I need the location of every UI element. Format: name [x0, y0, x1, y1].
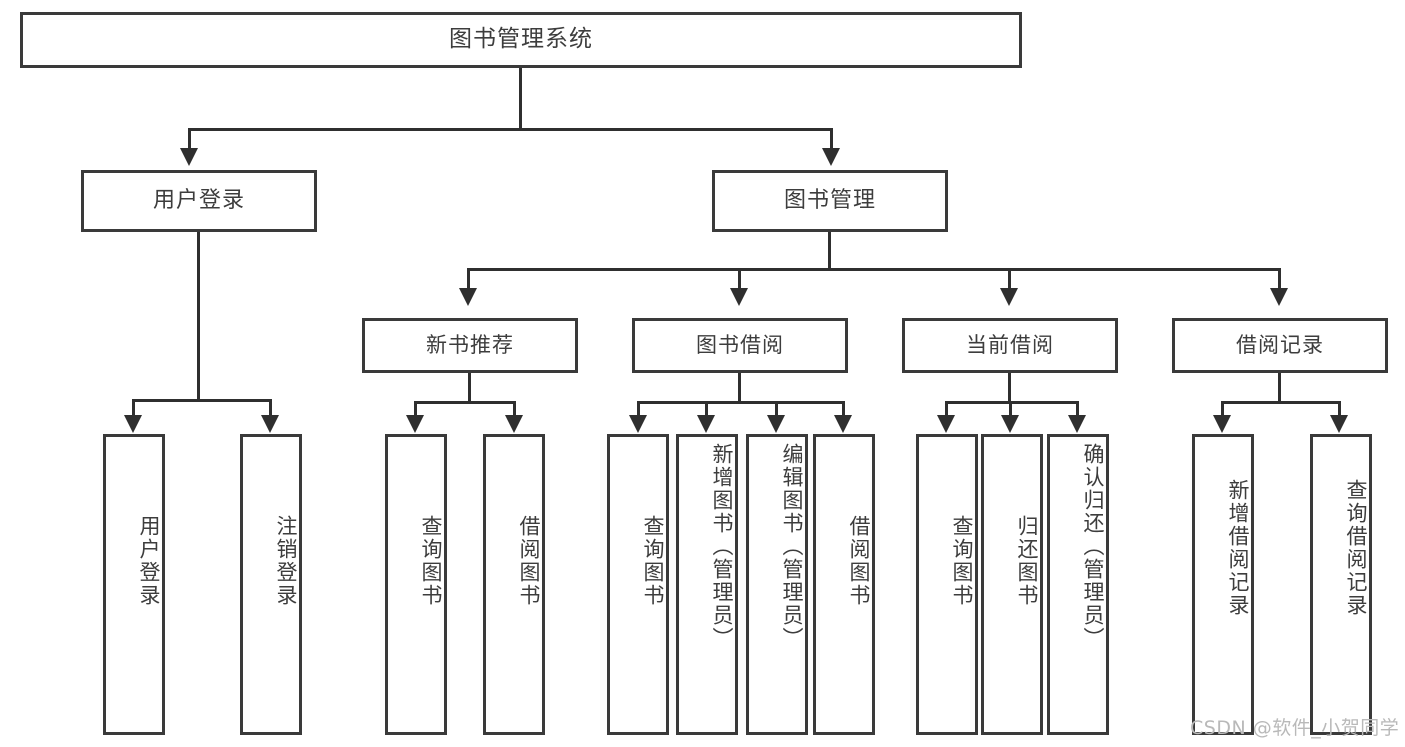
node-leaf-user-login[interactable]: 用户登录: [103, 434, 165, 735]
node-leaf-return-book[interactable]: 归还图书: [981, 434, 1043, 735]
node-label: 查询借阅记录: [1344, 479, 1368, 617]
node-label: 注销登录: [274, 515, 298, 607]
arrow-to-user-login: [180, 148, 198, 166]
arrow-to-leaf-confirm-return: [1068, 415, 1086, 433]
connector-borrow-bus: [637, 401, 845, 404]
arrow-to-current-borrow: [1000, 288, 1018, 306]
node-book-borrow[interactable]: 图书借阅: [632, 318, 848, 373]
node-label: 编辑图书（管理员）: [780, 443, 804, 650]
connector-current-c3: [1076, 401, 1079, 417]
arrow-to-book-borrow: [730, 288, 748, 306]
node-user-login[interactable]: 用户登录: [81, 170, 317, 232]
connector-bm-to-record: [1278, 268, 1281, 290]
node-leaf-add-record[interactable]: 新增借阅记录: [1192, 434, 1254, 735]
node-leaf-logout[interactable]: 注销登录: [240, 434, 302, 735]
node-borrow-record[interactable]: 借阅记录: [1172, 318, 1388, 373]
connector-root-to-user-login: [188, 128, 191, 150]
connector-record-bus: [1221, 401, 1341, 404]
node-label: 用户登录: [137, 515, 161, 607]
connector-current-c1: [945, 401, 948, 417]
connector-borrow-c4: [842, 401, 845, 417]
node-label: 归还图书: [1015, 515, 1039, 607]
arrow-to-leaf-add-record: [1213, 415, 1231, 433]
node-label: 新增借阅记录: [1226, 479, 1250, 617]
node-leaf-add-book[interactable]: 新增图书（管理员）: [676, 434, 738, 735]
arrow-to-new-book-recommend: [459, 288, 477, 306]
arrow-to-leaf-query-book-2: [629, 415, 647, 433]
node-current-borrow[interactable]: 当前借阅: [902, 318, 1118, 373]
node-label: 查询图书: [419, 515, 443, 607]
connector-current-c2: [1009, 401, 1012, 417]
arrow-to-leaf-borrow-book-1: [505, 415, 523, 433]
arrow-to-leaf-return-book: [1001, 415, 1019, 433]
connector-bm-to-current: [1008, 268, 1011, 290]
connector-book-management-bus: [467, 268, 1281, 271]
connector-recommend-stem: [468, 373, 471, 403]
node-label: 查询图书: [641, 515, 665, 607]
node-label: 当前借阅: [966, 332, 1054, 357]
connector-record-right: [1338, 401, 1341, 417]
arrow-to-book-management: [822, 148, 840, 166]
node-label: 新书推荐: [426, 332, 514, 357]
node-book-management[interactable]: 图书管理: [712, 170, 948, 232]
node-new-book-recommend[interactable]: 新书推荐: [362, 318, 578, 373]
node-leaf-query-record[interactable]: 查询借阅记录: [1310, 434, 1372, 735]
node-leaf-edit-book[interactable]: 编辑图书（管理员）: [746, 434, 808, 735]
node-root-system[interactable]: 图书管理系统: [20, 12, 1022, 68]
connector-bm-to-recommend: [467, 268, 470, 290]
node-label: 借阅记录: [1236, 332, 1324, 357]
connector-recommend-right: [513, 401, 516, 417]
node-leaf-borrow-book-1[interactable]: 借阅图书: [483, 434, 545, 735]
connector-recommend-bus: [414, 401, 516, 404]
node-label: 图书管理系统: [449, 26, 593, 53]
node-label: 借阅图书: [517, 515, 541, 607]
watermark-text: CSDN @软件_小贺同学: [1190, 717, 1400, 739]
node-leaf-borrow-book-2[interactable]: 借阅图书: [813, 434, 875, 735]
node-leaf-confirm-return[interactable]: 确认归还（管理员）: [1047, 434, 1109, 735]
connector-record-left: [1221, 401, 1224, 417]
arrow-to-leaf-borrow-book-2: [834, 415, 852, 433]
connector-recommend-left: [414, 401, 417, 417]
connector-user-login-left: [132, 399, 135, 417]
connector-root-stem: [519, 68, 522, 128]
node-leaf-query-book-1[interactable]: 查询图书: [385, 434, 447, 735]
node-label: 借阅图书: [847, 515, 871, 607]
node-leaf-query-book-3[interactable]: 查询图书: [916, 434, 978, 735]
node-label: 图书管理: [783, 187, 876, 213]
node-label: 查询图书: [950, 515, 974, 607]
connector-user-login-right: [269, 399, 272, 417]
connector-borrow-c1: [637, 401, 640, 417]
arrow-to-leaf-query-record: [1330, 415, 1348, 433]
arrow-to-leaf-query-book-3: [937, 415, 955, 433]
connector-book-management-stem: [828, 232, 831, 270]
node-label: 新增图书（管理员）: [710, 443, 734, 650]
node-label: 用户登录: [152, 187, 245, 213]
arrow-to-leaf-user-login: [124, 415, 142, 433]
node-label: 确认归还（管理员）: [1081, 443, 1105, 650]
connector-current-stem: [1008, 373, 1011, 403]
arrow-to-borrow-record: [1270, 288, 1288, 306]
connector-borrow-c2: [705, 401, 708, 417]
node-label: 图书借阅: [696, 332, 784, 357]
node-leaf-query-book-2[interactable]: 查询图书: [607, 434, 669, 735]
connector-borrow-c3: [775, 401, 778, 417]
connector-user-login-stem: [197, 232, 200, 402]
connector-borrow-stem: [738, 373, 741, 403]
connector-bm-to-borrow: [738, 268, 741, 290]
arrow-to-leaf-logout: [261, 415, 279, 433]
arrow-to-leaf-query-book-1: [406, 415, 424, 433]
connector-record-stem: [1278, 373, 1281, 403]
arrow-to-leaf-edit-book: [767, 415, 785, 433]
connector-current-bus: [945, 401, 1079, 404]
connector-user-login-bus: [132, 399, 270, 402]
connector-root-to-book-management: [830, 128, 833, 150]
connector-root-bus: [188, 128, 832, 131]
arrow-to-leaf-add-book: [697, 415, 715, 433]
